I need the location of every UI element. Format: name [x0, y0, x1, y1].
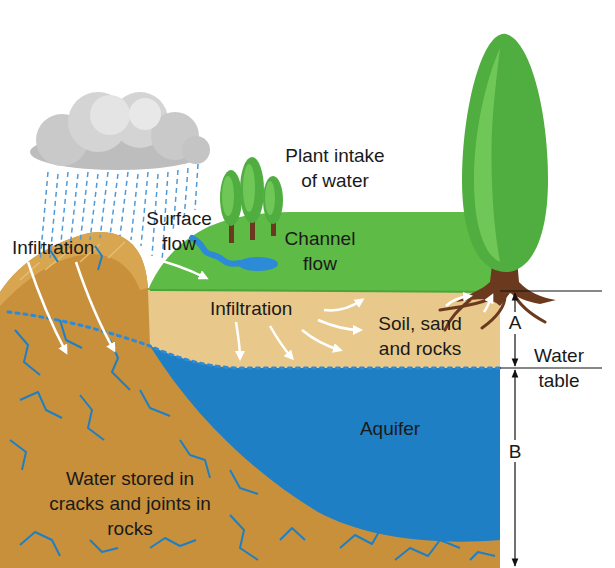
pond: [238, 257, 278, 271]
dimension-lines: [500, 291, 602, 566]
label-text: Channel flow: [272, 226, 368, 276]
label-text: Infiltration: [210, 296, 340, 321]
soil-band: [148, 290, 500, 368]
label-text: Soil, sand and rocks: [362, 311, 478, 361]
big-tree: [440, 34, 556, 330]
label-text: B: [506, 439, 524, 464]
label-text: Infiltration: [12, 235, 142, 260]
label-text: Water stored in cracks and joints in roc…: [46, 466, 214, 541]
label-text: Plant intake of water: [285, 143, 385, 193]
label-text: Aquifer: [340, 416, 440, 441]
water-table-line: [8, 312, 500, 368]
hill-top: [0, 232, 148, 306]
small-trees: [220, 157, 283, 243]
rain-cloud: [30, 92, 210, 170]
rock-cracks: [10, 246, 495, 560]
label-text: Water table: [524, 343, 594, 393]
label-text: A: [506, 310, 524, 335]
label-text: Surface flow: [138, 206, 220, 256]
grass-edge: [150, 290, 500, 292]
